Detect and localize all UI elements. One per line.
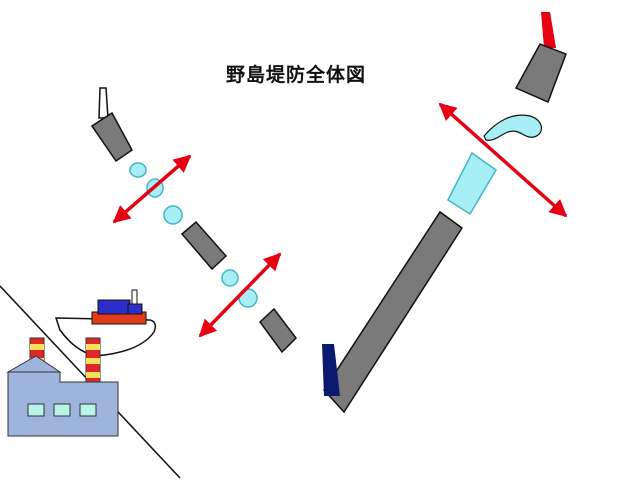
right-breakwater <box>322 12 567 414</box>
passage-arrow <box>438 102 568 218</box>
lighthouse-red-icon <box>541 12 556 48</box>
factory-icon <box>6 337 119 437</box>
lighthouse-white-icon <box>98 87 109 119</box>
gap-water <box>483 114 542 141</box>
breakwater-segment <box>90 111 133 163</box>
breakwater-segment <box>180 220 228 271</box>
gap-water <box>221 269 239 287</box>
gap-water <box>163 205 183 225</box>
gap-water <box>447 151 497 216</box>
gap-water <box>129 162 147 178</box>
breakwater-segment <box>259 307 297 354</box>
breakwater-segment <box>514 43 567 104</box>
breakwater-main <box>323 210 464 414</box>
ship-icon <box>54 289 157 357</box>
map-title: 野島堤防全体図 <box>226 64 367 86</box>
passage-arrow <box>198 252 282 338</box>
lighthouse-navy-icon <box>322 344 340 396</box>
passage-arrow <box>112 154 192 224</box>
